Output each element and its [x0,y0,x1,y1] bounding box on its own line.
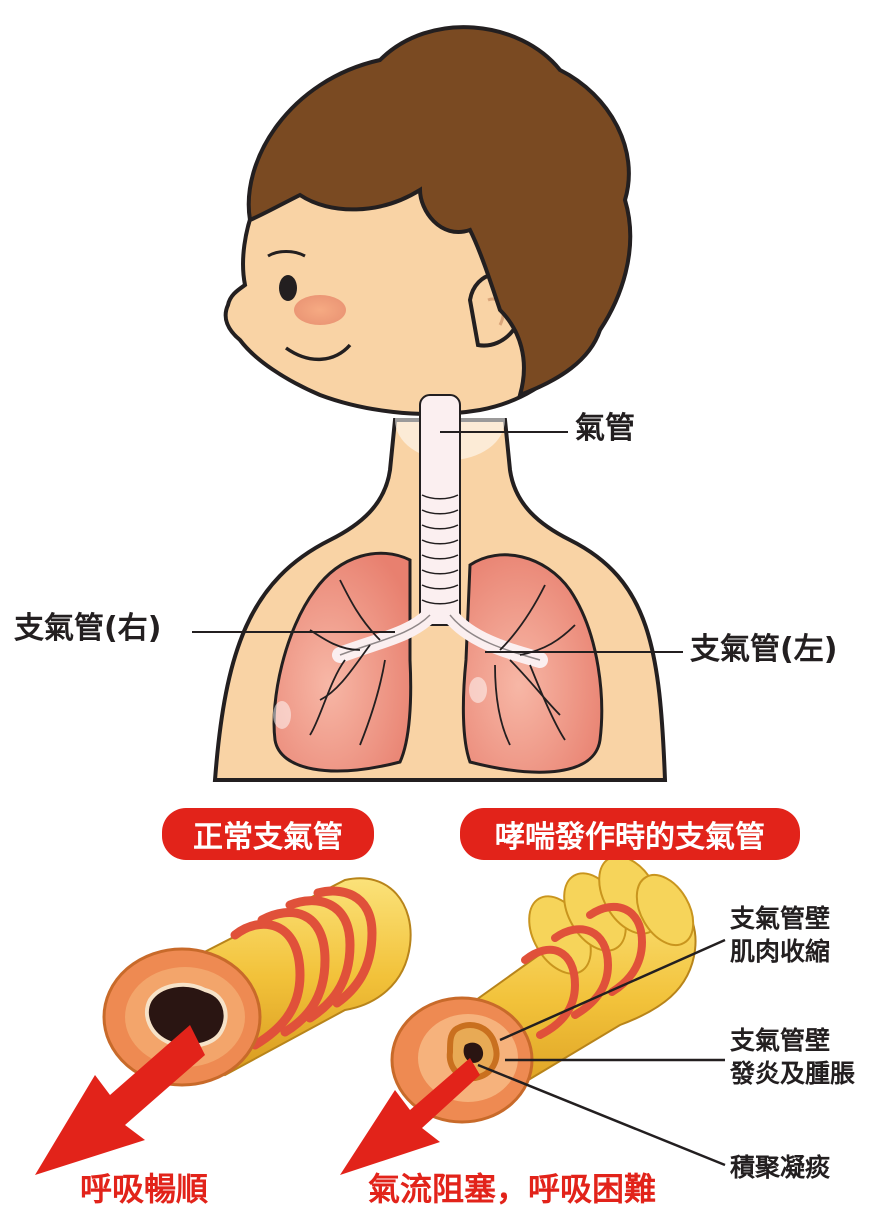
annotation-inflammation: 支氣管壁 發炎及腫脹 [730,1025,855,1090]
label-trachea: 氣管 [575,414,635,444]
cheek [294,295,346,325]
normal-bronchus-title: 正常支氣管 [162,808,374,860]
mucus-leader [478,1065,725,1165]
normal-bronchus [35,878,411,1175]
label-bronchus-left: 支氣管(左) [690,635,837,665]
child-figure [215,27,665,780]
annotation-inflammation-line2: 發炎及腫脹 [730,1058,855,1091]
annotation-muscle: 支氣管壁 肌肉收縮 [730,903,830,968]
annotation-inflammation-line1: 支氣管壁 [730,1025,855,1058]
normal-caption: 呼吸暢順 [80,1173,208,1205]
asthma-caption: 氣流阻塞，呼吸困難 [368,1173,656,1205]
eye [279,275,297,301]
asthma-bronchus-title: 哮喘發作時的支氣管 [460,808,800,860]
trachea [420,395,460,625]
annotation-muscle-line2: 肌肉收縮 [730,936,830,969]
label-bronchus-right: 支氣管(右) [14,614,161,644]
annotation-muscle-line1: 支氣管壁 [730,903,830,936]
annotation-mucus: 積聚凝痰 [730,1152,830,1185]
